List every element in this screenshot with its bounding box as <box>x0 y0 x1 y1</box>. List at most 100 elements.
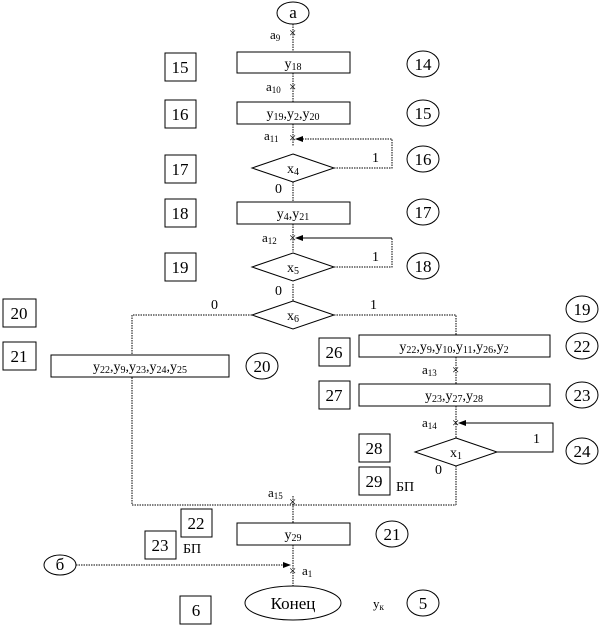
cross-icon: × <box>289 130 296 145</box>
loop-line-x5 <box>334 238 393 268</box>
state-circle-5 <box>406 589 440 617</box>
box-num-label: 26 <box>326 343 343 362</box>
state-circle-label: 17 <box>415 203 433 222</box>
box-num-label: 19 <box>172 258 189 277</box>
branch-label-false: 0 <box>435 463 442 478</box>
box-num-label: 22 <box>188 514 205 533</box>
box-num-label: 18 <box>172 204 189 223</box>
operator-y19-y2-y20: y19,y2,y20 <box>236 101 351 125</box>
svg-text:y22,y9,y10,y11,y26,y2: y22,y9,y10,y11,y26,y2 <box>399 340 508 356</box>
box-num-15 <box>164 52 197 82</box>
state-circle-label: 18 <box>415 257 432 276</box>
box-num-label: 6 <box>192 601 201 620</box>
branch-label-false: 0 <box>211 298 218 313</box>
box-num-label: 16 <box>172 105 189 124</box>
branch-label-true: 1 <box>370 298 377 313</box>
cross-icon: × <box>289 494 296 509</box>
box-num-label: 28 <box>366 439 383 458</box>
terminal-label: Конец <box>271 594 316 613</box>
operator-y22-y9-y23-y24-y25: y22,y9,y23,y24,y25 <box>50 354 230 378</box>
box-num-label: 27 <box>326 386 344 405</box>
arrow-icon <box>295 136 303 142</box>
state-circle-16 <box>406 145 440 173</box>
state-mark-a12: a12 <box>262 230 277 246</box>
state-circle-23 <box>565 381 599 409</box>
bp-label: БП <box>183 542 201 557</box>
condition-x4: x4 <box>250 153 336 183</box>
state-circle-15 <box>406 99 440 127</box>
state-circle-22 <box>565 332 599 360</box>
box-num-17 <box>164 154 197 184</box>
box-num-28 <box>358 433 391 463</box>
operator-y22-y9-y10-y11-y26-y2: y22,y9,y10,y11,y26,y2 <box>358 334 551 358</box>
arrow-icon <box>458 420 466 426</box>
box-num-26 <box>318 337 351 367</box>
cross-icon: × <box>289 230 296 245</box>
box-num-label: 23 <box>152 536 169 555</box>
box-num-label: 29 <box>366 472 383 491</box>
box-num-label: 15 <box>172 58 189 77</box>
state-mark-a15: a15 <box>268 485 283 501</box>
cross-icon: × <box>289 563 296 578</box>
state-circle-18 <box>406 252 440 280</box>
condition-x6: x6 <box>250 300 336 330</box>
box-num-20 <box>2 298 37 328</box>
state-mark-a9: a9 <box>270 27 281 43</box>
state-mark-a10: a10 <box>266 79 281 95</box>
state-mark-a1: a1 <box>302 563 312 579</box>
state-mark-a13: a13 <box>422 362 437 378</box>
branch-label-false: 0 <box>275 182 282 197</box>
state-circle-label: 22 <box>574 337 591 356</box>
state-circle-label: 14 <box>415 55 433 74</box>
cross-icon: × <box>289 25 296 40</box>
operator-y18: y18 <box>236 51 351 74</box>
state-circle-label: 15 <box>415 104 432 123</box>
state-circle-label: 5 <box>419 594 428 613</box>
branch-label-true: 1 <box>372 250 379 265</box>
state-circle-label: 24 <box>574 442 592 461</box>
state-circle-label: 20 <box>254 357 271 376</box>
operator-y29: y29 <box>236 522 351 546</box>
bp-label: БП <box>396 480 414 495</box>
box-num-22 <box>180 508 213 538</box>
box-num-23 <box>144 530 177 560</box>
operator-y23-y27-y28: y23,y27,y28 <box>358 383 551 407</box>
state-circle-label: 19 <box>574 300 591 319</box>
box-num-label: 17 <box>172 160 190 179</box>
state-mark-a14: a14 <box>422 415 437 431</box>
box-num-29 <box>358 466 391 496</box>
state-circle-label: 16 <box>415 150 432 169</box>
box-num-18 <box>164 198 197 228</box>
start-connector-label: а <box>289 3 297 22</box>
branch-line-x6-false <box>131 314 293 506</box>
branch-line-x6-true <box>334 314 457 335</box>
cross-icon: × <box>452 362 459 377</box>
loop-line-x4 <box>300 138 393 169</box>
terminal-output-label: yк <box>373 596 385 612</box>
box-num-label: 21 <box>11 347 28 366</box>
branch-label-false: 0 <box>275 284 282 299</box>
box-num-21 <box>2 341 37 371</box>
cross-icon: × <box>289 79 296 94</box>
branch-label-true: 1 <box>533 432 540 447</box>
state-circle-label: 21 <box>384 525 401 544</box>
connector-b: б <box>43 554 77 576</box>
branch-label-true: 1 <box>372 151 379 166</box>
operator-y4-y21: y4,y21 <box>236 201 351 225</box>
state-circle-14 <box>406 50 440 78</box>
connector-b-label: б <box>56 555 65 574</box>
start-connector: а <box>276 1 310 25</box>
box-num-16 <box>164 99 197 129</box>
loop-line-x1 <box>463 422 554 453</box>
box-num-6 <box>179 595 212 625</box>
box-num-19 <box>164 252 197 282</box>
state-circle-20 <box>245 352 279 380</box>
state-circle-21 <box>375 520 409 548</box>
condition-x1: x1 <box>413 437 499 467</box>
state-circle-label: 23 <box>574 386 591 405</box>
state-circle-17 <box>406 198 440 226</box>
state-circle-19 <box>565 295 599 323</box>
condition-x5: x5 <box>250 252 336 282</box>
